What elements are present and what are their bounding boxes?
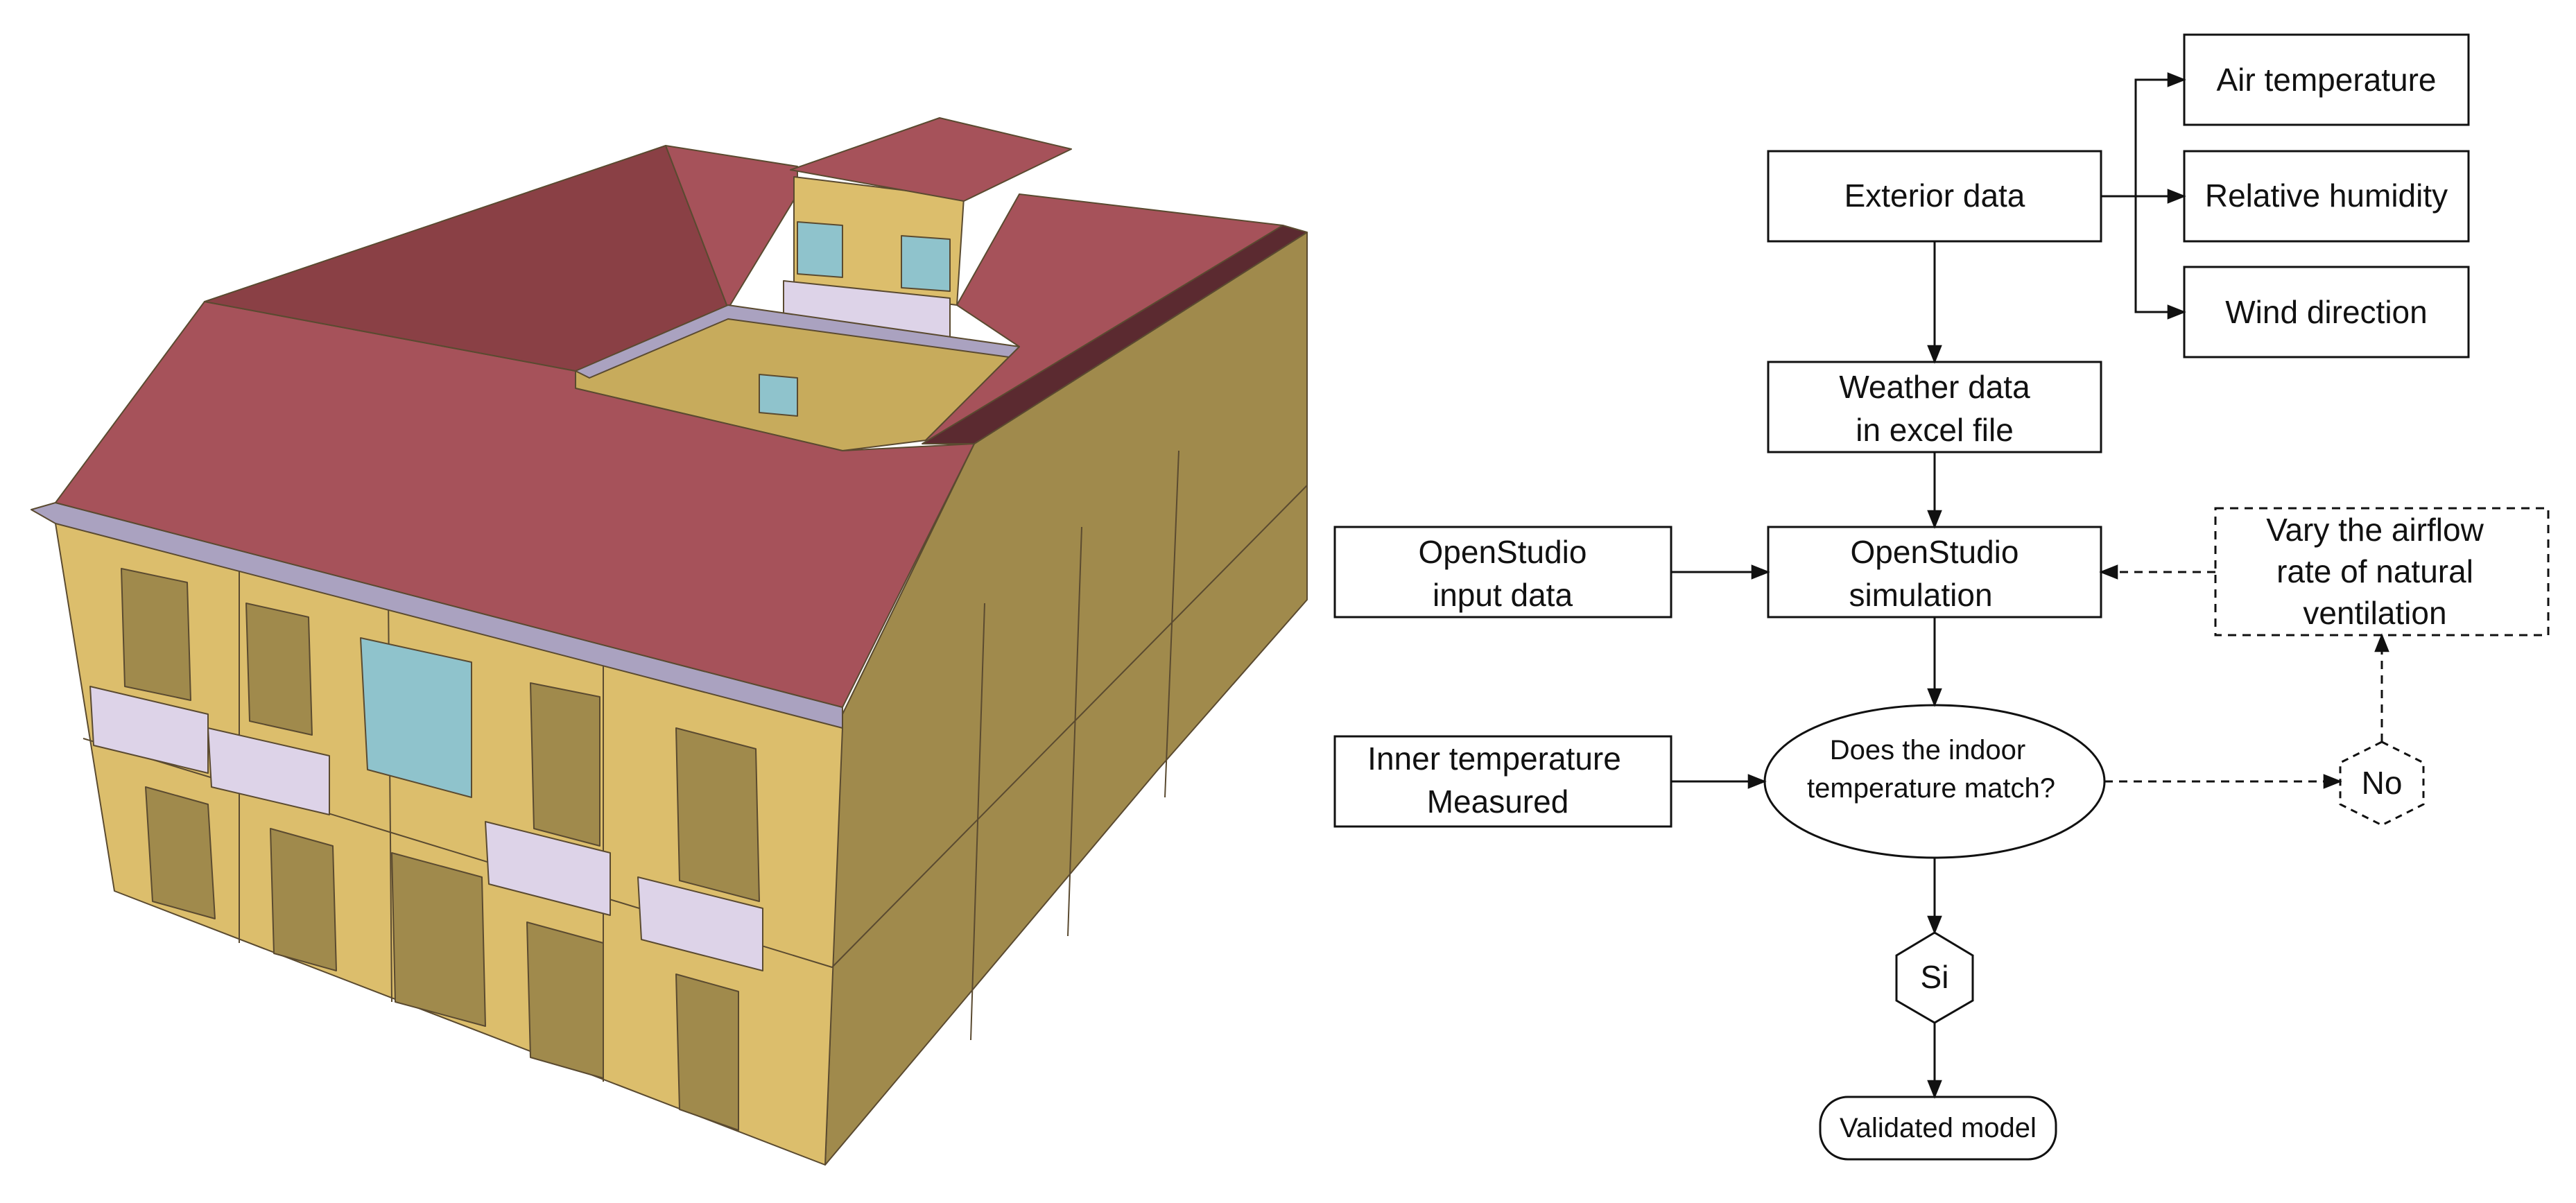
- decision-label-1: Does the indoor: [1830, 735, 2025, 765]
- exterior-data-label: Exterior data: [1844, 178, 2025, 214]
- si-label: Si: [1921, 959, 1949, 995]
- courtyard-edge: [575, 304, 1020, 379]
- openstudio-sim-label-1: OpenStudio: [1851, 534, 2019, 570]
- relative-humidity-label: Relative humidity: [2205, 178, 2448, 214]
- window: [391, 852, 486, 1027]
- balcony: [485, 821, 611, 916]
- tower-window: [901, 235, 951, 292]
- tower-window: [797, 221, 843, 278]
- openstudio-input-label-1: OpenStudio: [1419, 534, 1587, 570]
- window: [121, 568, 191, 701]
- tower-roof: [790, 117, 1072, 202]
- window: [530, 682, 600, 847]
- validated-model-label: Validated model: [1840, 1113, 2037, 1143]
- openstudio-input-label-2: input data: [1433, 577, 1573, 613]
- weather-data-label-1: Weather data: [1839, 369, 2030, 405]
- vary-label-3: ventilation: [2303, 595, 2446, 631]
- weather-data-label-2: in excel file: [1856, 412, 2014, 448]
- air-temperature-label: Air temperature: [2216, 62, 2436, 98]
- window: [145, 786, 216, 919]
- wind-direction-box: [2183, 266, 2470, 358]
- arrow-exterior-to-air: [2101, 72, 2186, 198]
- air-temperature-box: [2183, 33, 2470, 126]
- courtyard-window: [759, 374, 798, 417]
- vary-label-1: Vary the airflow: [2266, 512, 2484, 548]
- window: [675, 973, 739, 1131]
- wind-direction-label: Wind direction: [2225, 294, 2427, 330]
- balcony: [637, 876, 763, 971]
- no-hexagon: [2339, 741, 2425, 826]
- balcony: [89, 686, 209, 774]
- cornice: [31, 502, 843, 729]
- inner-temp-label-1: Inner temperature: [1367, 741, 1621, 777]
- flowchart-labels: Exterior data Air temperature Relative h…: [1367, 62, 2484, 1143]
- decision-label-2: temperature match?: [1807, 773, 2055, 804]
- arrow-exterior-to-wind: [2134, 196, 2186, 320]
- inner-temperature-box: [1333, 735, 1672, 828]
- vary-airflow-box: [2214, 507, 2550, 637]
- vary-label-2: rate of natural: [2276, 553, 2473, 589]
- openstudio-input-box: [1333, 526, 1672, 618]
- building-model: [31, 117, 1308, 1166]
- flowchart: [1333, 33, 2550, 1161]
- window: [270, 828, 337, 971]
- window: [526, 921, 604, 1079]
- relative-humidity-box: [2183, 150, 2470, 243]
- no-label: No: [2362, 765, 2403, 801]
- inner-temp-label-2: Measured: [1427, 784, 1569, 820]
- window-glass: [360, 637, 472, 798]
- window: [245, 603, 313, 736]
- balcony: [207, 727, 330, 815]
- window: [675, 727, 760, 902]
- openstudio-sim-label-2: simulation: [1849, 577, 1992, 613]
- roof-right-edge: [922, 225, 1308, 444]
